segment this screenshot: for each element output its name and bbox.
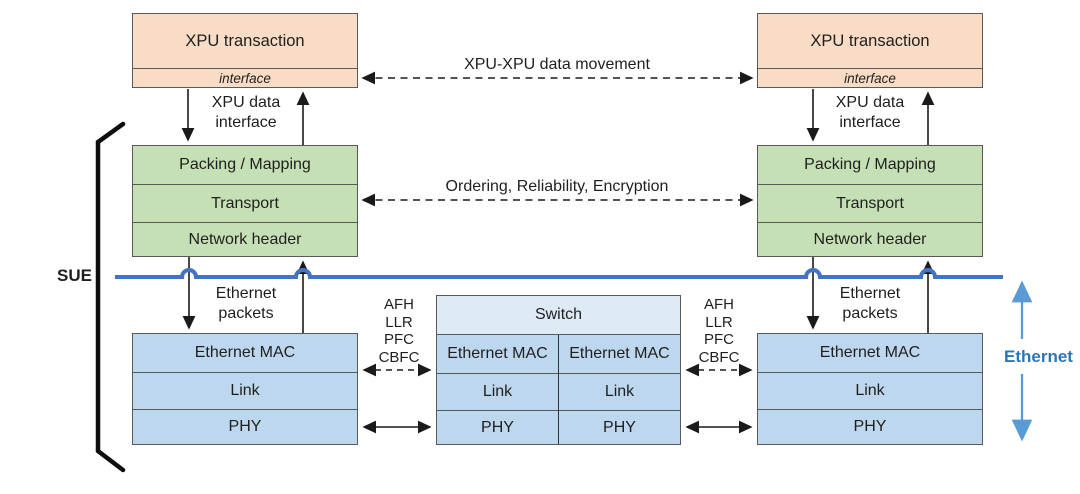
phy-row: PHY [758,409,982,444]
link-row: Link [437,373,558,410]
sue-label: SUE [57,266,92,285]
sue-bracket [95,121,126,473]
ethernet-mac-row: Ethernet MAC [819,344,921,361]
xpu-data-interface-label-right: XPU data interface [835,94,905,131]
sue-stack-right: Packing / Mapping Transport Network head… [757,145,983,257]
sue-ethernet-divider-line [115,268,1003,279]
xpu-transaction-box-left: XPU transaction interface [132,13,358,88]
flow-control-protocols-label-left: AFH LLR PFC CBFC [378,296,420,366]
transport-row: Transport [758,184,982,222]
xpu-interface-row: interface [133,68,357,87]
link-row: Link [133,372,357,409]
ethernet-packets-label-right: Ethernet packets [839,285,901,322]
ethernet-label: Ethernet [1004,347,1073,366]
ethernet-stack-right: Ethernet MAC Link PHY [757,333,983,445]
phy-row: PHY [559,410,680,444]
switch-title: Switch [437,296,680,334]
switch-port-right: Ethernet MAC Link PHY [558,335,680,444]
ethernet-packets-label-left: Ethernet packets [215,285,277,322]
flow-control-protocols-label-right: AFH LLR PFC CBFC [698,296,740,366]
xpu-transaction-box-right: XPU transaction interface [757,13,983,88]
xpu-transaction-title: XPU transaction [810,31,930,50]
xpu-data-interface-label-left: XPU data interface [211,94,281,131]
link-row: Link [758,372,982,409]
xpu-transaction-title: XPU transaction [185,31,305,50]
ordering-reliability-encryption-label: Ordering, Reliability, Encryption [445,178,669,195]
ethernet-stack-left: Ethernet MAC Link PHY [132,333,358,445]
sue-stack-left: Packing / Mapping Transport Network head… [132,145,358,257]
ethernet-mac-row: Ethernet MAC [447,345,548,362]
link-row: Link [559,373,680,410]
network-header-row: Network header [758,222,982,256]
xpu-xpu-data-movement-label: XPU-XPU data movement [464,56,650,73]
ethernet-mac-row: Ethernet MAC [569,345,670,362]
switch-port-left: Ethernet MAC Link PHY [437,335,558,444]
packing-mapping-row: Packing / Mapping [179,156,311,173]
phy-row: PHY [437,410,558,444]
switch-body: Ethernet MAC Link PHY Ethernet MAC Link … [437,334,680,444]
phy-row: PHY [133,409,357,444]
transport-row: Transport [133,184,357,222]
network-header-row: Network header [133,222,357,256]
ethernet-mac-row: Ethernet MAC [194,344,296,361]
switch-box: Switch Ethernet MAC Link PHY Ethernet MA… [436,295,681,445]
xpu-interface-row: interface [758,68,982,87]
packing-mapping-row: Packing / Mapping [804,156,936,173]
